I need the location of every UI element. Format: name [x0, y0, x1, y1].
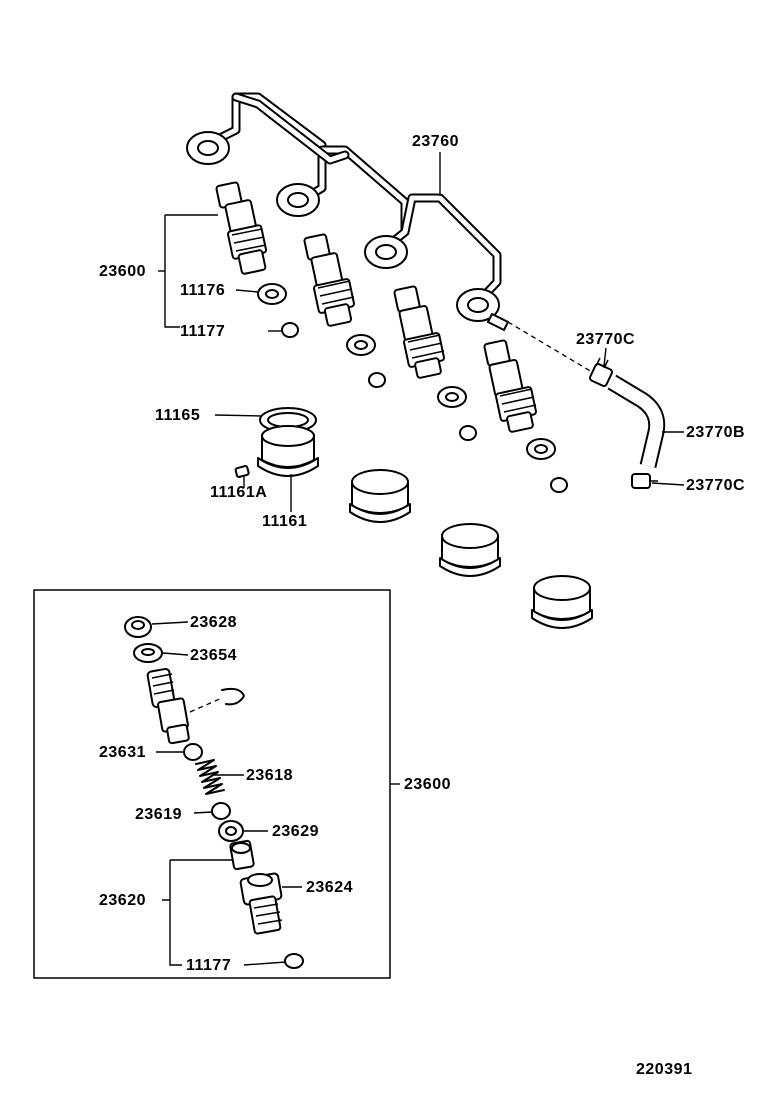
nozzle-seat-plug-4	[531, 575, 593, 629]
callout-11165: 11165	[155, 407, 201, 424]
pin-11161a	[234, 465, 250, 478]
seal-11177-1	[281, 322, 299, 338]
callout-23618: 23618	[246, 767, 293, 784]
hose-clip-23770c-lower	[631, 473, 658, 489]
gasket-11176-2	[346, 334, 376, 356]
gasket-11176-3	[437, 386, 467, 408]
callout-23620: 23620	[99, 892, 146, 909]
nut-23628	[124, 616, 152, 638]
leader-lines	[151, 152, 685, 966]
seal-11177-4	[550, 477, 568, 493]
callout-23654: 23654	[190, 647, 237, 664]
banjo-fitting-1	[186, 131, 230, 165]
callout-23624: 23624	[306, 879, 353, 896]
banjo-fitting-3	[364, 235, 408, 269]
seat-23631	[183, 743, 203, 761]
callout-23600-upper: 23600	[99, 263, 146, 280]
injection-nozzle-3	[393, 285, 445, 379]
retaining-clip-dashline	[189, 697, 223, 713]
callout-11176: 11176	[180, 282, 226, 299]
callout-23760: 23760	[412, 133, 459, 150]
injection-pipe-set	[186, 92, 509, 331]
banjo-fitting-4	[456, 288, 509, 331]
injection-nozzle-1	[215, 181, 267, 275]
nozzle-set-23620	[229, 839, 255, 871]
washer-23654	[133, 643, 163, 663]
callout-11177-inset: 11177	[186, 957, 232, 974]
callout-23631: 23631	[99, 744, 146, 761]
drawing-number: 220391	[636, 1061, 693, 1078]
leakage-hose-23770b	[607, 374, 666, 468]
nozzle-seat-plug-1	[257, 407, 319, 477]
retaining-clip	[221, 687, 245, 706]
callout-11177-upper: 11177	[180, 323, 226, 340]
gasket-11176-4	[526, 438, 556, 460]
injection-nozzle-4	[483, 339, 537, 433]
gasket-11176-1	[257, 283, 287, 305]
hose-connection-dashline	[507, 321, 593, 373]
spring-23618	[195, 759, 225, 795]
injection-pipe-4	[231, 92, 350, 165]
nozzle-gaskets	[257, 283, 568, 493]
callout-23770c-upper: 23770C	[576, 331, 636, 348]
injection-pipe-3	[380, 193, 502, 305]
injection-nozzle-2	[303, 233, 355, 327]
pin-23629	[218, 820, 244, 842]
seal-11177-2	[368, 372, 386, 388]
callout-23628: 23628	[190, 614, 237, 631]
nozzle-holder-body	[146, 667, 190, 745]
retaining-nut-23624	[239, 872, 283, 935]
hose-clip-23770c-upper	[589, 357, 613, 387]
callout-23629: 23629	[272, 823, 319, 840]
callout-23770b: 23770B	[686, 424, 746, 441]
seal-11177-3	[459, 425, 477, 441]
nozzle-seat-plug-3	[439, 523, 501, 577]
callout-23619: 23619	[135, 806, 182, 823]
callout-11161a: 11161A	[210, 484, 268, 501]
nozzle-seat-plug-2	[349, 469, 411, 523]
callout-23770c-lower: 23770C	[686, 477, 746, 494]
callout-11161: 11161	[262, 513, 308, 530]
seal-11177-inset	[284, 953, 304, 969]
callout-23600-inset: 23600	[404, 776, 451, 793]
banjo-fitting-2	[276, 183, 320, 217]
seat-23619	[211, 802, 231, 820]
